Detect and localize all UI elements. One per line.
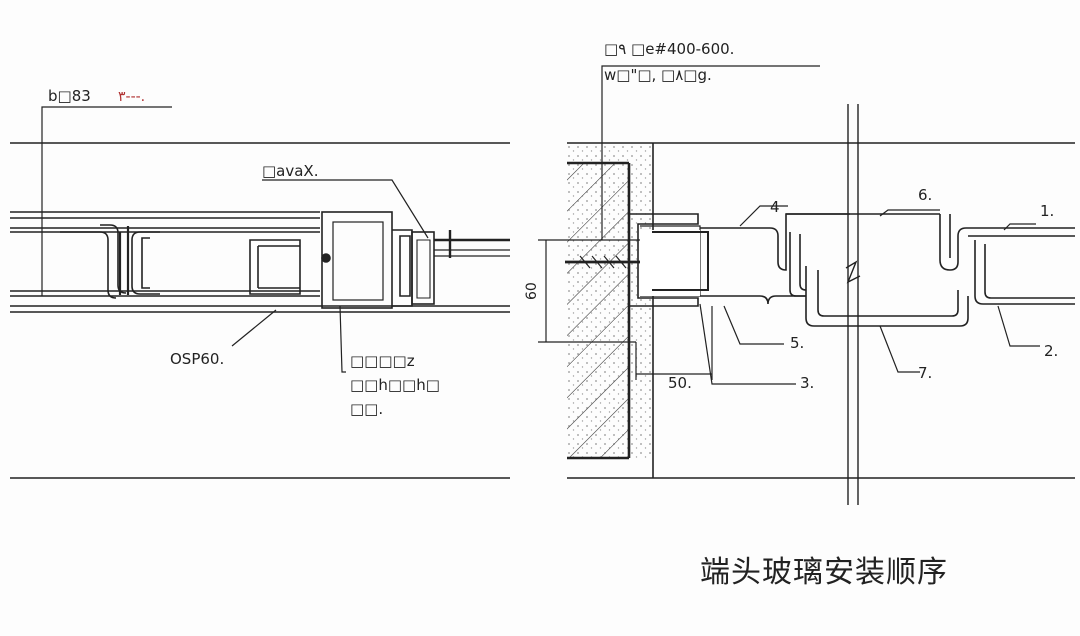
left-labels: b□83 ٣‐‐‐. □avaX. OSP60. □□□□z □□h□□h□ □…	[48, 87, 440, 418]
break-lines	[845, 104, 861, 505]
label-bottom-right-line1: □□□□z	[350, 352, 415, 370]
right-section-drawing	[538, 65, 1075, 505]
left-mullion-frame	[321, 211, 510, 309]
callout-2: 2.	[1044, 342, 1058, 360]
dimension-60: 60	[524, 282, 540, 300]
callout-5: 5.	[790, 334, 804, 352]
label-anchor-note: w□"□, □٨□g.	[604, 66, 712, 84]
label-top-left: b□83	[48, 87, 91, 105]
dimension-50: 50.	[668, 374, 692, 392]
end-channel	[630, 213, 709, 307]
callout-6: 6.	[918, 186, 932, 204]
label-bottom-right-line2: □□h□□h□	[350, 376, 440, 394]
label-anchor-spacing: □٩ □e#400-600.	[604, 40, 734, 58]
label-osp60: OSP60.	[170, 350, 224, 368]
callout-7: 7.	[918, 364, 932, 382]
left-leader-lines	[41, 106, 429, 373]
glass-u-channels	[700, 213, 1075, 327]
left-u-profiles	[60, 224, 301, 299]
left-glass-panel	[10, 211, 510, 313]
callout-4: 4	[770, 198, 780, 216]
label-bottom-right-line3: □□.	[350, 400, 383, 418]
left-section-drawing	[10, 106, 510, 479]
dimension-lines	[538, 239, 713, 380]
diagram-caption: 端头玻璃安装顺序	[700, 555, 948, 590]
callout-3: 3.	[800, 374, 814, 392]
right-labels: □٩ □e#400-600. w□"□, □٨□g. 60 50. 1. 2. …	[524, 40, 1058, 392]
label-top-left-suffix: ٣‐‐‐.	[118, 89, 145, 105]
right-leader-lines	[601, 65, 1040, 385]
anchor-bolt	[565, 255, 640, 269]
callout-1: 1.	[1040, 202, 1054, 220]
label-top-right: □avaX.	[262, 162, 318, 180]
